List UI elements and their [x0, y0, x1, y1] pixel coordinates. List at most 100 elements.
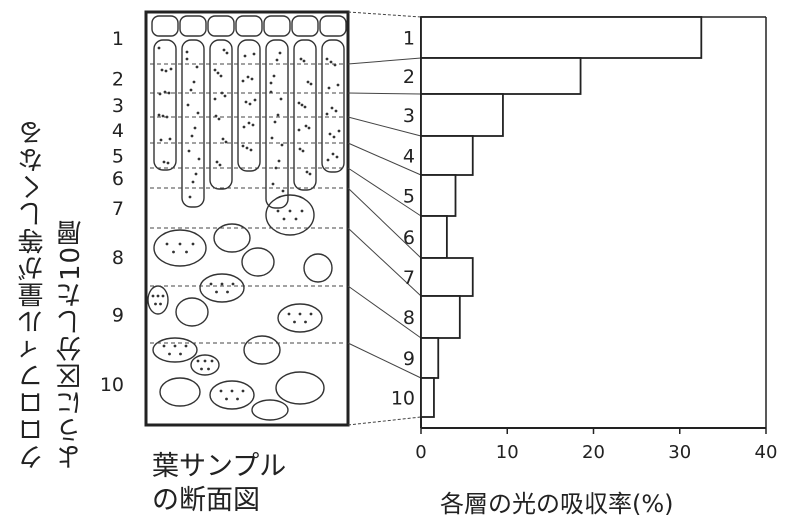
palisade-cell	[209, 39, 233, 190]
chloroplast	[157, 113, 161, 117]
chloroplast	[189, 88, 193, 92]
chloroplast	[247, 121, 251, 125]
spongy-cell	[190, 354, 220, 376]
chloroplast	[241, 79, 245, 83]
layer-number-3: 3	[112, 95, 124, 117]
chloroplast	[185, 57, 189, 61]
chloroplast	[210, 359, 214, 363]
x-tick-label-10: 10	[496, 442, 519, 463]
chloroplast	[195, 65, 199, 69]
chloroplast	[185, 50, 189, 54]
chloroplast	[252, 52, 256, 56]
epidermis	[151, 15, 347, 37]
layer-number-7: 7	[112, 198, 124, 220]
layer-number-1: 1	[112, 28, 124, 50]
spongy-cell	[147, 285, 169, 315]
connector-line	[347, 416, 422, 426]
chloroplast	[223, 94, 227, 98]
bar-layer-6	[420, 215, 448, 259]
chloroplast	[172, 250, 175, 254]
chloroplast	[335, 155, 339, 159]
chloroplast	[251, 123, 255, 127]
connector-line	[347, 11, 422, 18]
chloroplast	[168, 137, 172, 141]
palisade-cell	[321, 39, 345, 173]
chloroplast	[213, 68, 217, 72]
chloroplast	[245, 146, 249, 150]
chloroplast	[273, 120, 277, 124]
chloroplast	[297, 128, 301, 132]
chloroplast	[307, 126, 311, 130]
chloroplast	[173, 344, 177, 348]
bar-label-layer-10: 10	[391, 388, 415, 410]
chloroplast	[207, 367, 210, 371]
chloroplast	[196, 359, 200, 363]
chloroplast	[246, 75, 250, 79]
epidermis-cell	[179, 15, 207, 37]
epidermis-cell	[151, 15, 179, 37]
leaf-caption-line2: の断面図	[152, 485, 260, 516]
layer-number-2: 2	[112, 69, 124, 91]
bar-layer-1	[420, 16, 703, 59]
bar-layer-10	[420, 377, 435, 418]
chloroplast	[271, 182, 275, 186]
chloroplast	[209, 282, 213, 286]
chloroplast	[157, 46, 161, 50]
chloroplast	[187, 149, 191, 153]
chloroplast	[279, 97, 283, 101]
chloroplast	[325, 57, 329, 61]
bar-label-layer-2: 2	[403, 66, 415, 88]
chloroplast	[217, 117, 221, 121]
bar-label-layer-9: 9	[403, 348, 415, 370]
chloroplast	[269, 81, 273, 85]
chloroplast	[222, 48, 226, 52]
spongy-cell	[241, 247, 275, 277]
layer-number-6: 6	[112, 168, 124, 190]
chloroplast	[299, 57, 303, 61]
chloroplast	[242, 125, 246, 129]
chloroplast	[326, 158, 330, 162]
chloroplast	[294, 217, 298, 221]
connector-line	[347, 116, 422, 137]
spongy-cell	[199, 273, 245, 303]
x-tick-label-40: 40	[755, 442, 778, 463]
bar-label-layer-6: 6	[403, 227, 415, 249]
chloroplast	[253, 98, 257, 102]
chloroplast	[191, 180, 195, 184]
chloroplast	[226, 290, 229, 294]
chloroplast	[241, 389, 245, 393]
chloroplast	[302, 59, 306, 63]
spongy-cell	[213, 223, 251, 253]
chloroplast	[213, 97, 217, 101]
chloroplast	[276, 113, 280, 117]
chloroplast	[327, 86, 331, 90]
chloroplast	[188, 195, 192, 199]
bar-label-layer-3: 3	[403, 105, 415, 127]
chloroplast	[203, 359, 207, 363]
chloroplast	[165, 242, 169, 246]
chloroplast	[156, 294, 160, 298]
chloroplast	[179, 352, 182, 356]
chloroplast	[298, 312, 302, 316]
spongy-cell	[152, 337, 198, 363]
bar-label-layer-7: 7	[403, 267, 415, 289]
layer-connector-lines	[347, 11, 422, 426]
chloroplast	[161, 114, 165, 118]
spongy-cell	[159, 377, 201, 407]
chloroplast	[328, 132, 332, 136]
chloroplast	[220, 282, 224, 286]
spongy-cell	[277, 303, 323, 333]
chloroplast	[282, 217, 286, 221]
chloroplast	[250, 77, 254, 81]
palisade-cell	[265, 39, 289, 209]
chloroplast	[332, 135, 336, 139]
chloroplast	[243, 54, 247, 58]
chloroplast	[236, 397, 239, 401]
bar-layer-8	[420, 295, 461, 339]
bar-layer-3	[420, 93, 504, 137]
x-axis-label: 各層の光の吸収率(%)	[440, 490, 674, 518]
epidermis-cell	[207, 15, 235, 37]
epidermis-cell	[263, 15, 291, 37]
x-tick-label-0: 0	[415, 442, 426, 463]
palisade-cell	[181, 39, 205, 208]
